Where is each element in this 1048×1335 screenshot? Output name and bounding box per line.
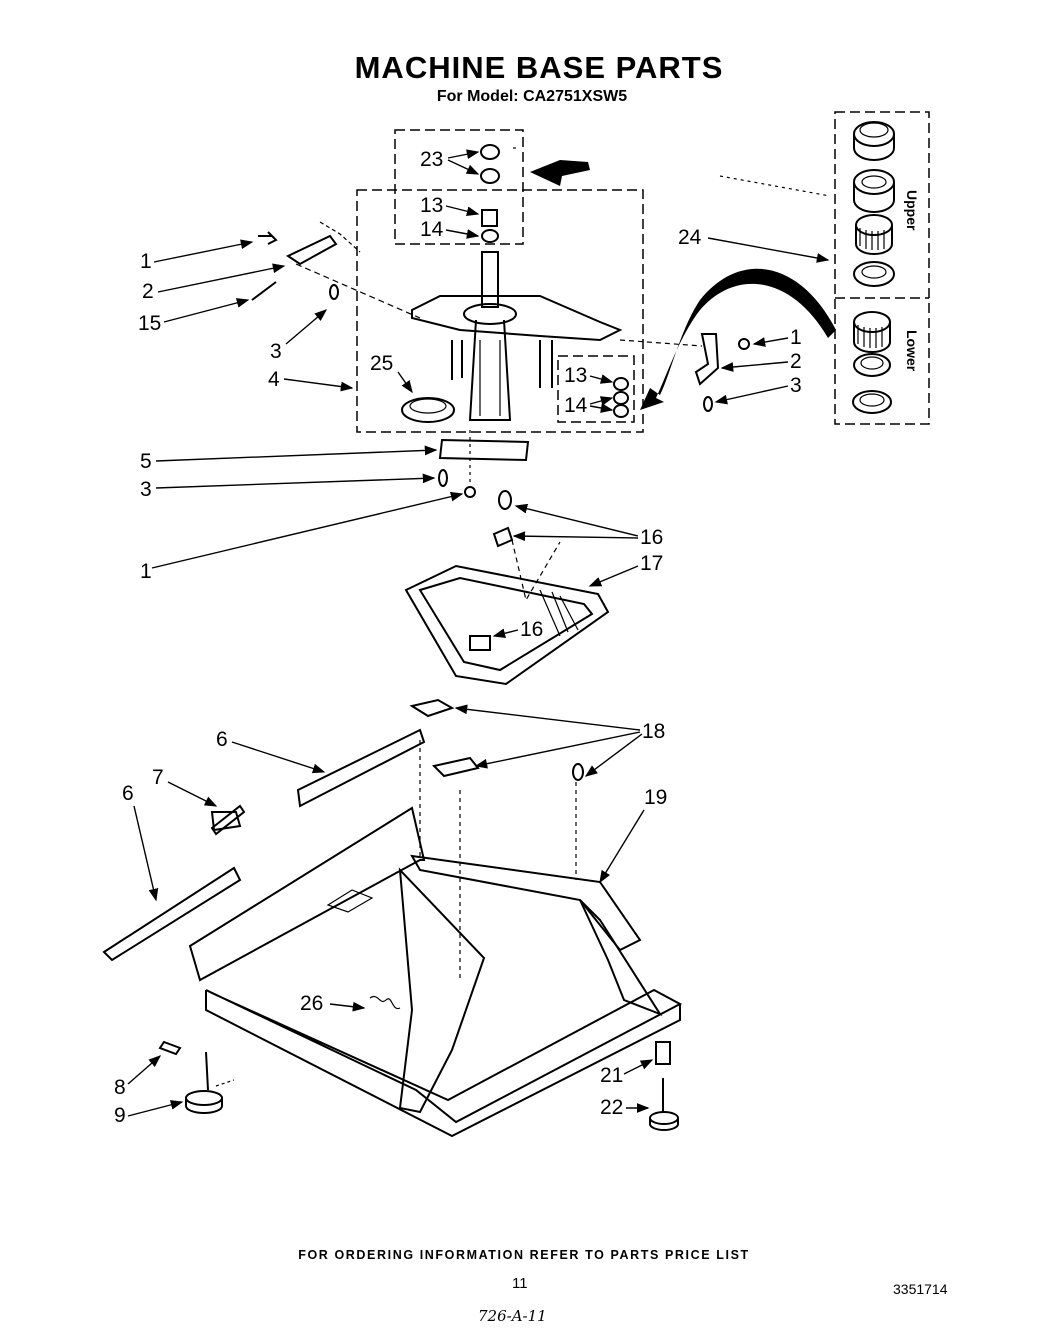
callout-4: 4 xyxy=(268,368,354,392)
page-title: MACHINE BASE PARTS xyxy=(354,50,724,85)
callout-23: 23 xyxy=(420,148,480,175)
pump-frame-illustration xyxy=(404,490,610,686)
callout-6b: 6 xyxy=(122,782,159,902)
svg-text:1: 1 xyxy=(140,560,152,583)
pin-part xyxy=(210,804,246,836)
callout-8: 8 xyxy=(114,1055,162,1099)
pointer-arrow-top xyxy=(530,160,590,186)
callout-14a: 14 xyxy=(420,218,480,241)
upper-bearings-label: Upper xyxy=(904,190,920,231)
svg-text:5: 5 xyxy=(140,450,152,473)
svg-text:17: 17 xyxy=(640,552,663,575)
callout-3b: 3 xyxy=(714,374,802,405)
callout-1b: 1 xyxy=(752,326,802,349)
svg-text:26: 26 xyxy=(300,992,323,1015)
ordering-info-note: FOR ORDERING INFORMATION REFER TO PARTS … xyxy=(298,1248,750,1262)
callout-21: 21 xyxy=(600,1059,654,1087)
callout-7: 7 xyxy=(152,766,218,807)
callout-16a: 16 xyxy=(512,503,663,549)
callout-24: 24 xyxy=(678,226,830,263)
svg-text:13: 13 xyxy=(564,364,587,387)
bearing-group-box-top xyxy=(394,129,524,245)
callout-13b: 13 xyxy=(564,364,614,387)
svg-text:7: 7 xyxy=(152,766,164,789)
callout-26: 26 xyxy=(300,992,366,1015)
leveling-legs-illustration xyxy=(158,1040,679,1131)
callout-22: 22 xyxy=(600,1096,650,1119)
svg-text:18: 18 xyxy=(642,720,665,743)
svg-text:25: 25 xyxy=(370,352,393,375)
bearing-kit-box xyxy=(834,111,930,425)
svg-text:9: 9 xyxy=(114,1104,126,1127)
callout-16b: 16 xyxy=(492,618,543,641)
callout-1a: 1 xyxy=(140,239,254,273)
cabinet-base-illustration xyxy=(102,698,683,1138)
callout-3c: 3 xyxy=(140,473,436,501)
svg-text:3: 3 xyxy=(270,340,282,363)
bearing-group-box-right xyxy=(557,355,635,423)
svg-text:6: 6 xyxy=(216,728,228,751)
svg-text:23: 23 xyxy=(420,148,443,171)
svg-text:3: 3 xyxy=(790,374,802,397)
callout-6a: 6 xyxy=(216,728,326,774)
callout-14b: 14 xyxy=(564,394,614,417)
callout-3a: 3 xyxy=(270,309,328,363)
svg-text:21: 21 xyxy=(600,1064,623,1087)
curved-arrow-bearings xyxy=(640,268,836,410)
svg-text:16: 16 xyxy=(640,526,663,549)
transmission-group-box xyxy=(356,189,644,433)
svg-text:2: 2 xyxy=(790,350,802,373)
lower-bearings-illustration xyxy=(852,311,892,414)
callout-17: 17 xyxy=(588,552,663,587)
callout-2b: 2 xyxy=(720,350,802,373)
callout-1c: 1 xyxy=(140,491,464,583)
left-bracket-parts xyxy=(251,221,421,319)
right-bracket-parts xyxy=(619,333,750,412)
svg-text:13: 13 xyxy=(420,194,443,217)
svg-text:6: 6 xyxy=(122,782,134,805)
svg-text:16: 16 xyxy=(520,618,543,641)
svg-text:24: 24 xyxy=(678,226,702,249)
svg-text:1: 1 xyxy=(140,250,152,273)
callout-13a: 13 xyxy=(420,194,480,217)
upper-bearings-illustration xyxy=(853,121,895,287)
svg-text:19: 19 xyxy=(644,786,667,809)
svg-text:15: 15 xyxy=(138,312,161,335)
svg-text:4: 4 xyxy=(268,368,280,391)
svg-text:3: 3 xyxy=(140,478,152,501)
callout-2a: 2 xyxy=(142,263,286,303)
svg-text:1: 1 xyxy=(790,326,802,349)
svg-text:8: 8 xyxy=(114,1076,126,1099)
callout-5: 5 xyxy=(140,445,438,473)
lower-bearings-label: Lower xyxy=(904,330,920,372)
svg-text:22: 22 xyxy=(600,1096,623,1119)
callout-15: 15 xyxy=(138,298,250,335)
strap-part xyxy=(438,430,530,498)
handwritten-note: 726-A-11 xyxy=(478,1307,547,1325)
document-number: 3351714 xyxy=(893,1281,948,1297)
callout-19: 19 xyxy=(599,786,667,884)
transmission-illustration xyxy=(401,144,629,423)
svg-text:14: 14 xyxy=(564,394,588,417)
model-subtitle: For Model: CA2751XSW5 xyxy=(436,88,628,105)
callout-25: 25 xyxy=(370,352,413,394)
svg-text:14: 14 xyxy=(420,218,444,241)
page-number: 11 xyxy=(512,1275,528,1292)
callout-9: 9 xyxy=(114,1100,184,1127)
svg-text:2: 2 xyxy=(142,280,154,303)
callout-18: 18 xyxy=(454,704,665,777)
